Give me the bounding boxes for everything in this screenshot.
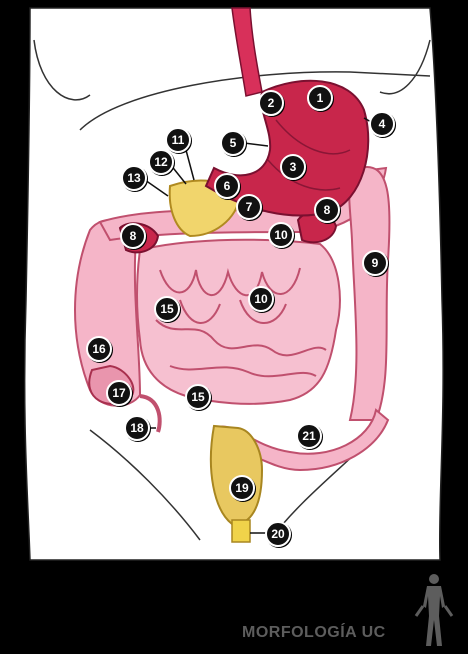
callout-12: 12 bbox=[148, 149, 174, 175]
callout-19: 19 bbox=[229, 475, 255, 501]
callout-10-lower: 10 bbox=[248, 286, 274, 312]
brand-logo-text: MORFOLOGÍA UC bbox=[242, 624, 386, 641]
callout-1: 1 bbox=[307, 85, 333, 111]
callout-15-upper: 15 bbox=[154, 296, 180, 322]
callout-6: 6 bbox=[214, 173, 240, 199]
callout-20: 20 bbox=[265, 521, 291, 547]
callout-8-right: 8 bbox=[314, 197, 340, 223]
callout-7: 7 bbox=[236, 194, 262, 220]
human-figure-logo bbox=[414, 574, 454, 646]
groin-line-left bbox=[89, 429, 201, 541]
callout-4: 4 bbox=[369, 111, 395, 137]
callout-3: 3 bbox=[280, 154, 306, 180]
callout-2: 2 bbox=[258, 90, 284, 116]
callout-15-lower: 15 bbox=[185, 384, 211, 410]
callout-9: 9 bbox=[362, 250, 388, 276]
descending-colon bbox=[348, 165, 391, 421]
callout-17: 17 bbox=[106, 380, 132, 406]
callout-10-upper: 10 bbox=[268, 222, 294, 248]
callout-18: 18 bbox=[124, 415, 150, 441]
appendix bbox=[139, 394, 162, 433]
stomach bbox=[204, 79, 370, 217]
rib-cage-outline bbox=[79, 71, 431, 131]
stomach-rugae bbox=[267, 119, 351, 191]
callout-13: 13 bbox=[121, 165, 147, 191]
callout-5: 5 bbox=[220, 130, 246, 156]
callout-21: 21 bbox=[296, 423, 322, 449]
anal-canal bbox=[231, 519, 251, 543]
right-flank-line bbox=[379, 39, 431, 95]
callout-8-left: 8 bbox=[120, 223, 146, 249]
callout-11: 11 bbox=[165, 127, 191, 153]
callout-16: 16 bbox=[86, 336, 112, 362]
small-intestine-folds bbox=[155, 267, 327, 378]
left-flank-line bbox=[33, 39, 91, 101]
